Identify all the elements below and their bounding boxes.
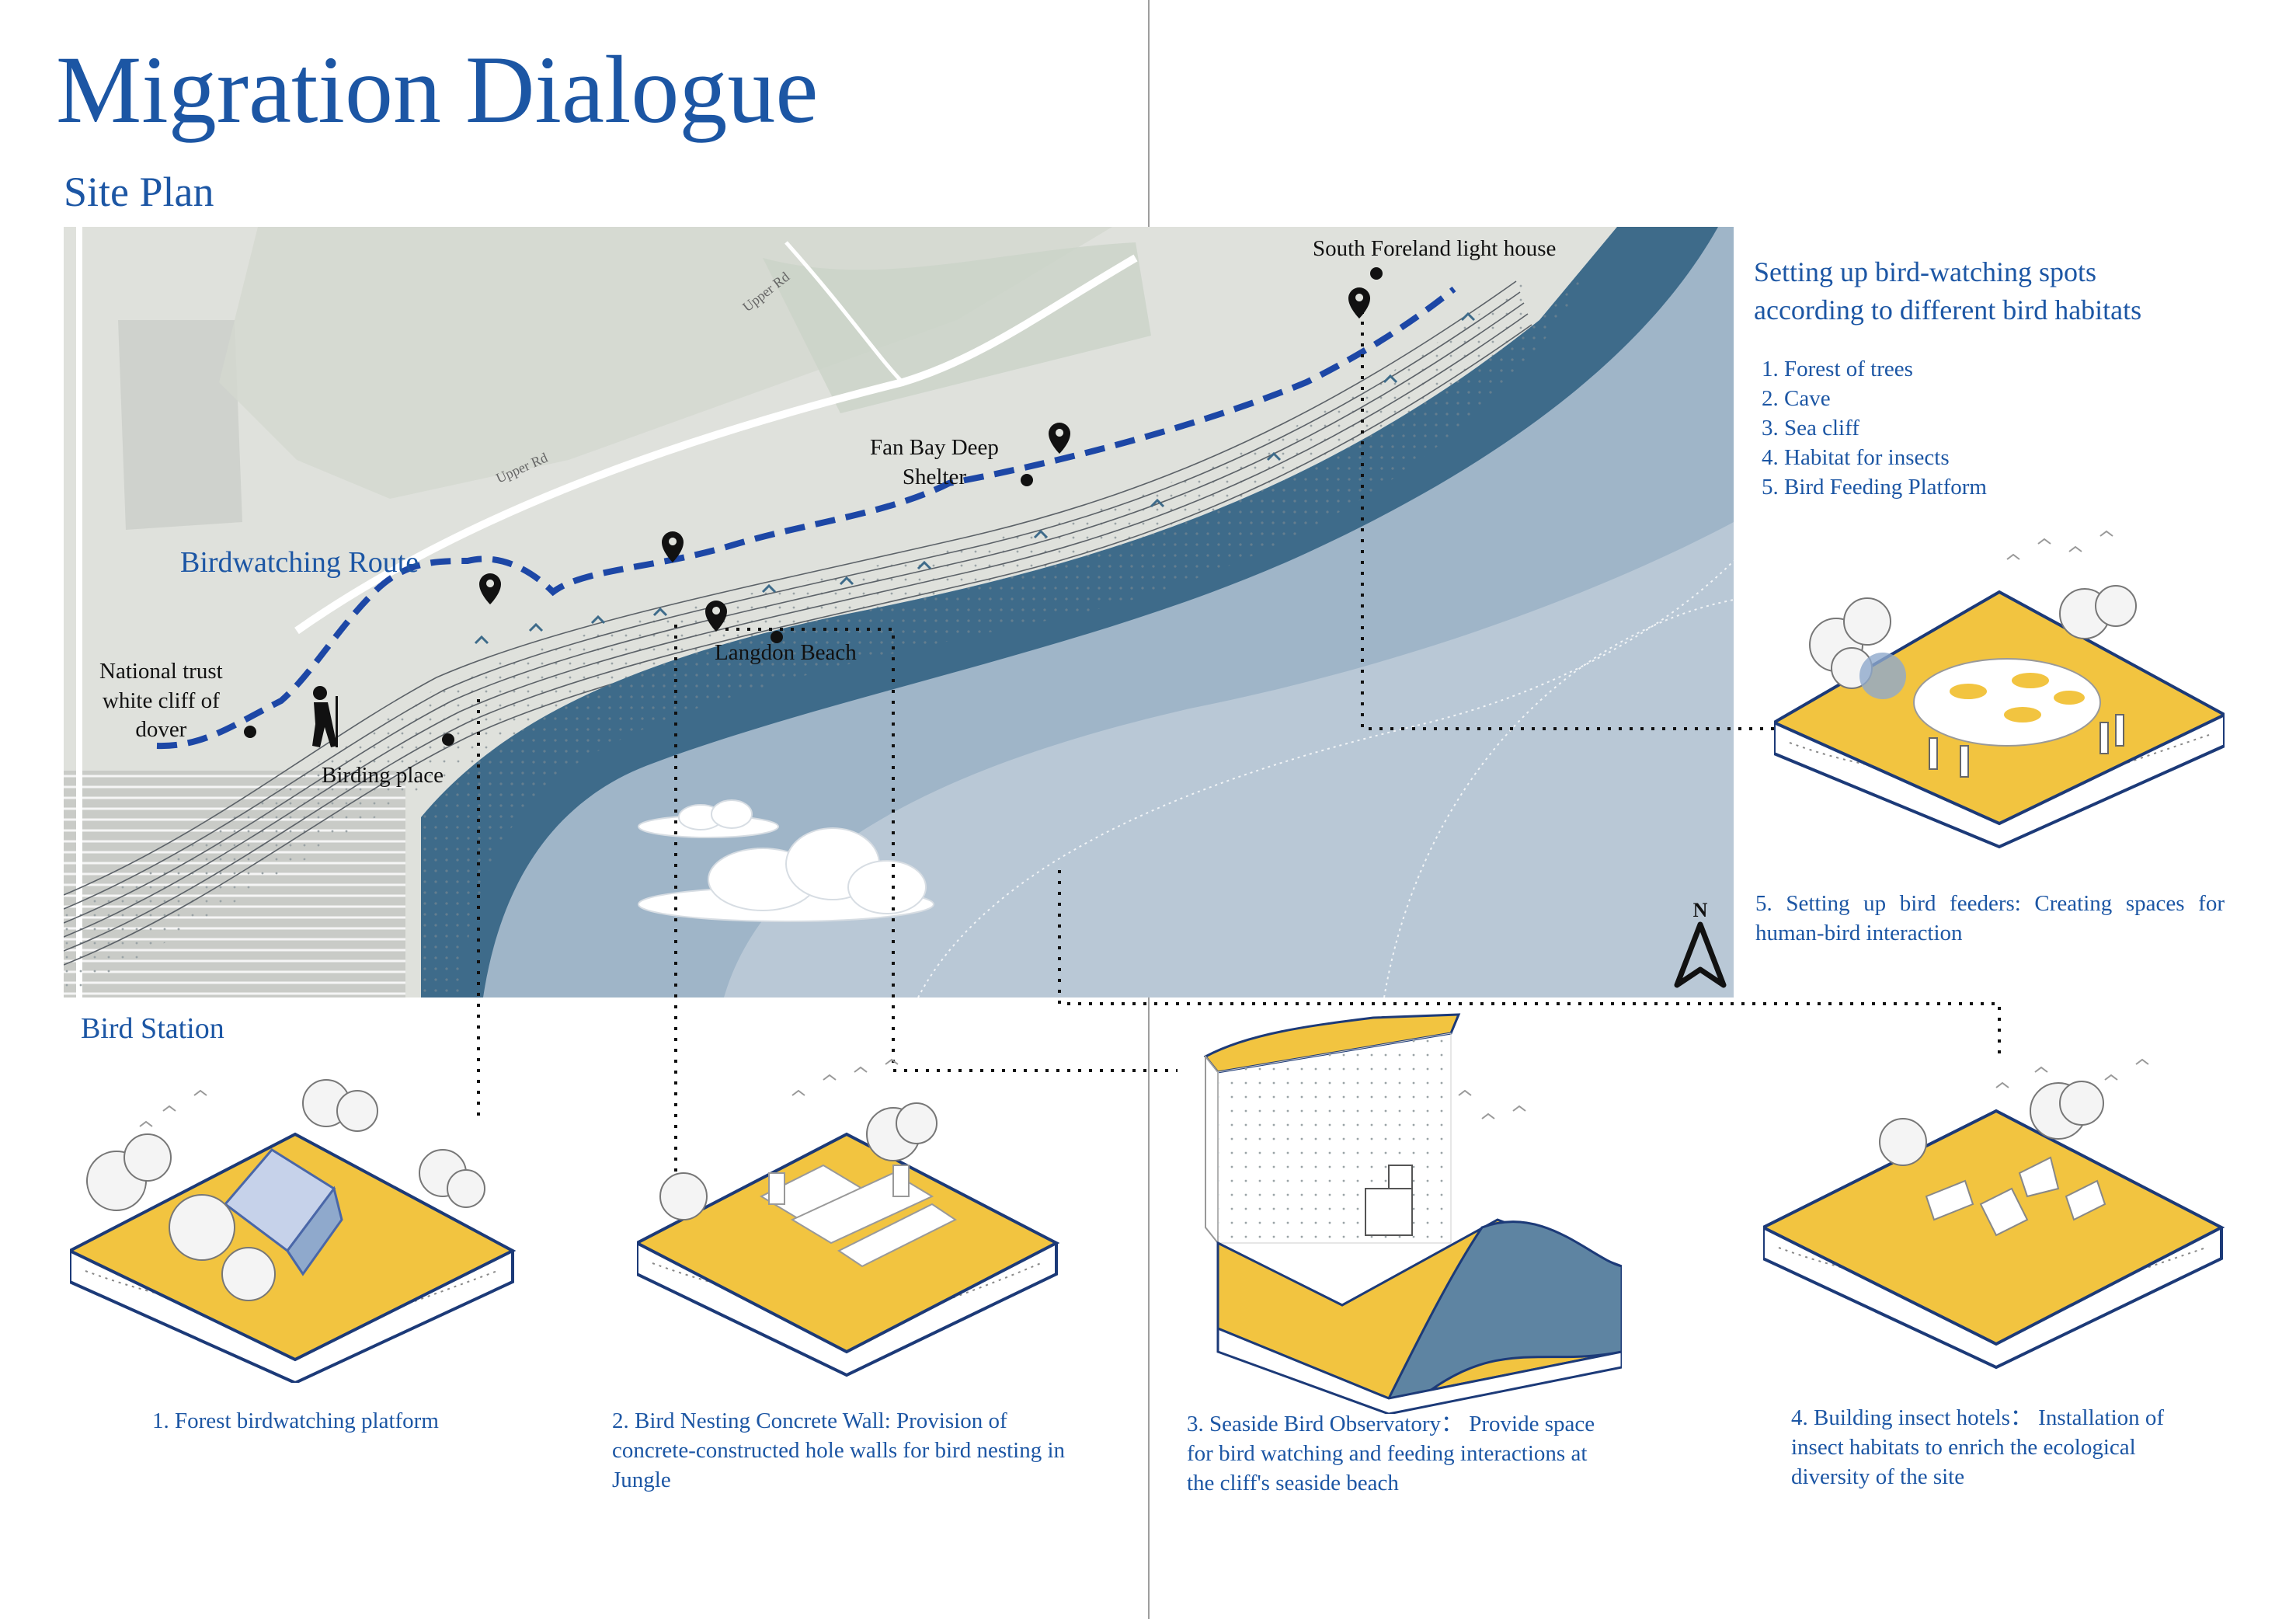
caption-station-1: 1. Forest birdwatching platform [152,1408,439,1433]
list-item: 2. Cave [1762,386,1831,411]
hiker-icon [312,686,338,747]
station-2-nesting-wall [637,1058,1060,1377]
caption-station-2: 2. Bird Nesting Concrete Wall: Provision… [612,1408,1066,1492]
section-title-site-plan: Site Plan [64,169,214,215]
list-item: 5. Bird Feeding Platform [1762,475,1987,500]
station-3-seaside-observatory [1203,1013,1622,1414]
svg-text:N: N [1693,899,1708,921]
caption-station-5: 5. Setting up bird feeders: Creating spa… [1755,891,2225,945]
birdwatching-route [156,286,1456,750]
label-birding-place: Birding place [322,763,444,788]
caption-station-4: 4. Building insect hotels： Installation … [1791,1405,2165,1489]
bird-flock-marks [474,312,1476,645]
list-item: 3. Sea cliff [1762,416,1859,440]
site-map: Upper Rd Upper Rd [64,227,1734,998]
north-arrow-icon: N [1674,899,1727,988]
list-item: 4. Habitat for insects [1762,445,1950,470]
sea-shallow [724,522,1734,998]
list-item: 1. Forest of trees [1762,357,1913,381]
place-markers [244,267,1383,746]
label-south-foreland-lighthouse: South Foreland light house [1313,236,1557,261]
habitat-list: 1. Forest of trees 2. Cave 3. Sea cliff … [1762,354,1987,502]
upper-road [294,254,1138,635]
station-4-insect-hotels [1763,1058,2225,1370]
station-5-bird-feeding-platform [1774,530,2225,849]
route-label: Birdwatching Route [180,546,419,579]
caption-station-3: 3. Seaside Bird Observatory： Provide spa… [1187,1412,1595,1495]
label-langdon-beach: Langdon Beach [715,640,857,665]
section-title-bird-station: Bird Station [81,1012,224,1045]
page-title: Migration Dialogue [56,37,819,143]
location-pins [479,287,1370,632]
station-1-forest-platform [70,1079,517,1383]
cloud-illustration [638,799,934,922]
